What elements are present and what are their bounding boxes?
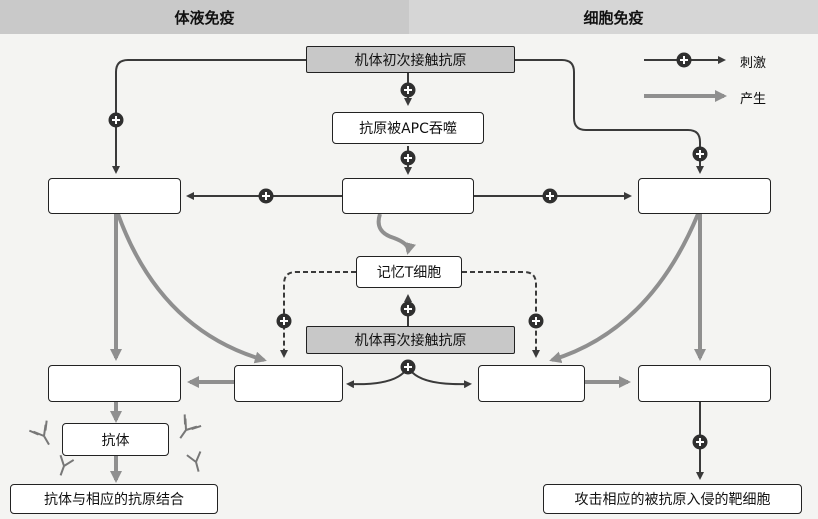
memory-t-cell-label: 记忆T细胞 [376,265,442,281]
produce-arrows [110,90,727,483]
first-contact-label: 机体初次接触抗原 [354,52,467,69]
plus-icon [399,149,417,167]
legend-produce-label: 产生 [740,92,767,107]
blank-plasma-cell-box [48,365,181,402]
memory-t-dashed-right [462,271,540,358]
antibody-decorations [28,414,202,476]
plus-icon [691,145,709,163]
antibody-box: 抗体 [62,423,169,456]
cellular-header-label: 细胞免疫 [583,8,644,27]
antibody-binding-box: 抗体与相应的抗原结合 [10,484,218,514]
humoral-immunity-header: 体液免疫 [0,0,409,34]
memory-t-dashed-left [280,271,356,358]
plus-icon [399,300,417,318]
antibody-shape-icon [59,454,75,476]
antibody-shape-icon [28,420,50,446]
antibody-binding-label: 抗体与相应的抗原结合 [44,492,184,508]
blank-memory-t2-box [478,365,585,402]
plus-icon [275,312,293,330]
apc-engulf-box: 抗原被APC吞噬 [332,112,484,144]
stimulate-arrow-second-to-leftmid [346,365,409,389]
legend-stimulate-label: 刺激 [740,56,767,71]
plus-icon [399,81,417,99]
plus-icon [541,187,559,205]
humoral-header-label: 体液免疫 [174,8,235,27]
second-contact-box: 机体再次接触抗原 [306,326,515,354]
plus-icon [107,111,125,129]
antibody-label: 抗体 [101,432,130,449]
plus-icon [399,358,417,376]
attack-target-label: 攻击相应的被抗原入侵的靶细胞 [574,492,771,508]
stimulate-arrow-second-to-rightmid [407,365,472,389]
first-contact-box: 机体初次接触抗原 [306,46,515,73]
produce-arrow-left-to-leftmid [116,213,267,364]
blank-b-cell-box [48,178,181,214]
memory-t-cell-box: 记忆T细胞 [356,256,462,288]
stimulate-arrow-first-to-right [515,59,704,174]
apc-engulf-label: 抗原被APC吞噬 [359,121,457,137]
blank-effector-t-box [638,365,771,402]
antibody-shape-icon [186,451,202,472]
blank-helper-t-box [342,178,474,214]
produce-arrow-center-to-memory [376,213,416,255]
attack-target-box: 攻击相应的被抗原入侵的靶细胞 [543,484,802,514]
legend-plus-icon [675,51,693,69]
blank-cytotoxic-t-box [638,178,771,214]
antibody-shape-icon [179,414,202,439]
stimulate-arrow-first-to-left [112,59,306,174]
plus-icon [527,312,545,330]
blank-memory-b-box [234,365,343,402]
plus-icon [257,187,275,205]
produce-arrow-right-to-rightmid [549,213,700,364]
cellular-immunity-header: 细胞免疫 [409,0,818,34]
second-contact-label: 机体再次接触抗原 [354,333,467,349]
plus-icon [691,433,709,451]
